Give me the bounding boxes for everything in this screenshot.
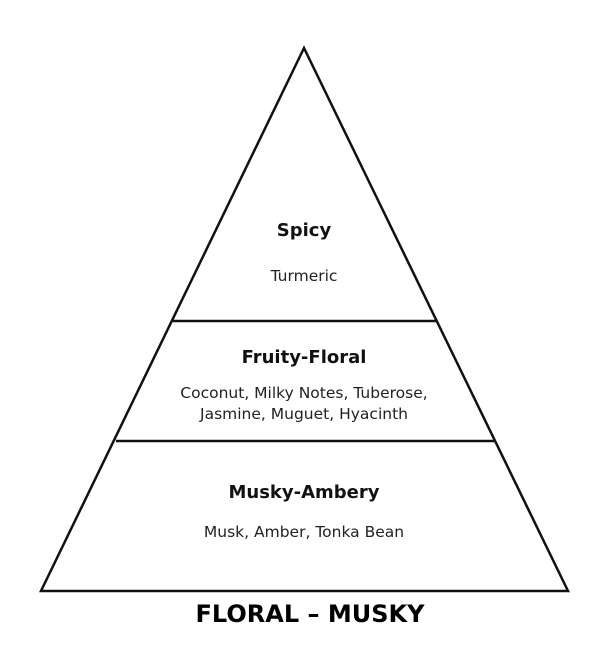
tier-middle-notes-line-2: Jasmine, Muguet, Hyacinth [199, 405, 408, 423]
pyramid-outline [39, 45, 570, 593]
tier-bottom-notes: Musk, Amber, Tonka Bean [204, 523, 404, 541]
tier-middle-notes-line-1: Coconut, Milky Notes, Tuberose, [180, 384, 427, 402]
tier-top-notes: Turmeric [270, 267, 338, 285]
tier-top-title: Spicy [277, 220, 332, 241]
tier-bottom-title: Musky-Ambery [228, 482, 379, 503]
fragrance-family-title: FLORAL – MUSKY [196, 600, 426, 628]
tier-middle-title: Fruity-Floral [242, 347, 367, 368]
